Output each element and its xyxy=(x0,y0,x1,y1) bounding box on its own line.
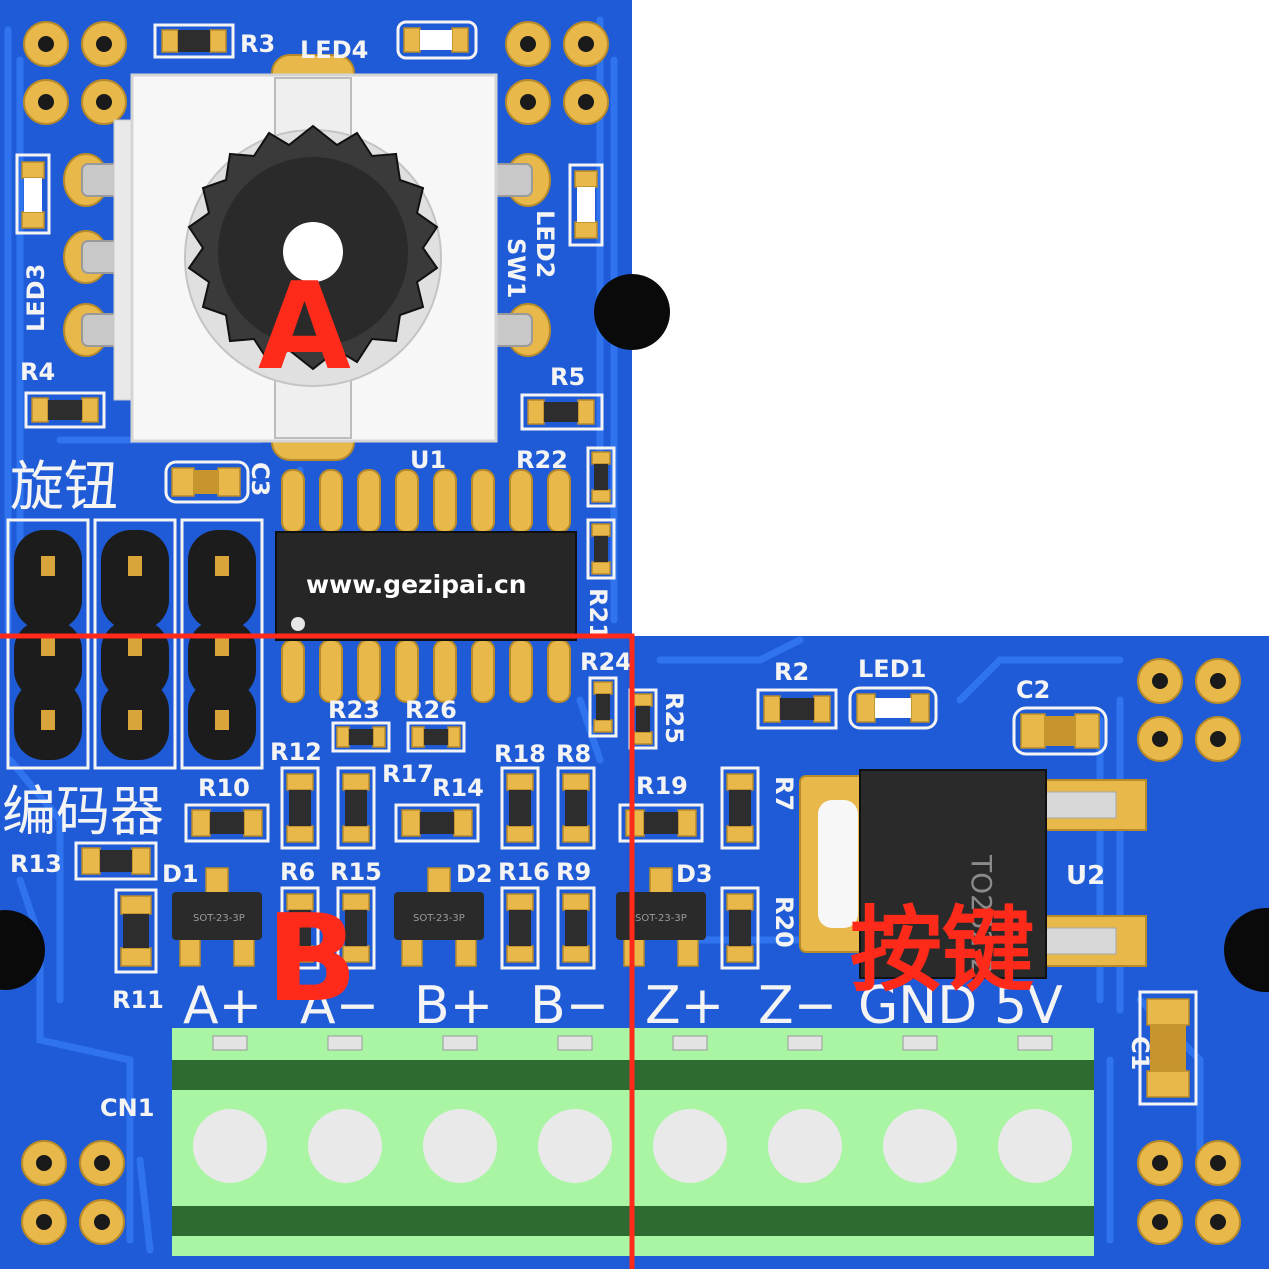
label-r4: R4 xyxy=(20,358,55,386)
pin-label-b-minus: B− xyxy=(530,976,609,1036)
label-d1: D1 xyxy=(162,860,199,888)
knob-section-label: 旋钮 xyxy=(10,455,118,518)
label-r2: R2 xyxy=(774,658,809,686)
website-label: www.gezipai.cn xyxy=(306,570,527,599)
region-label-button: 按键 xyxy=(850,897,1034,1004)
mounting-holes xyxy=(0,274,1269,992)
jumper-headers xyxy=(6,518,264,770)
encoder-section-label: 编码器 xyxy=(2,780,164,843)
rotary-encoder xyxy=(63,54,551,461)
label-r12: R12 xyxy=(270,738,322,766)
pin-label-b-plus: B+ xyxy=(414,976,493,1036)
label-r25: R25 xyxy=(660,692,688,744)
terminal-pin-labels: A+ A− B+ B− Z+ Z− GND 5V xyxy=(183,976,1063,1036)
label-c2: C2 xyxy=(1016,676,1050,704)
label-u2: U2 xyxy=(1066,861,1105,891)
label-d2: D2 xyxy=(456,860,493,888)
label-r18: R18 xyxy=(494,740,546,768)
u1-chip: www.gezipai.cn xyxy=(275,469,577,703)
label-r9: R9 xyxy=(556,858,591,886)
pin-label-a-plus: A+ xyxy=(183,976,262,1036)
d3-package-label: SOT-23-3P xyxy=(635,913,687,924)
label-r3: R3 xyxy=(240,30,275,58)
label-r7: R7 xyxy=(770,776,798,811)
label-r20: R20 xyxy=(770,896,798,948)
label-led1: LED1 xyxy=(858,655,926,683)
smd-components xyxy=(15,20,1198,1106)
label-r8: R8 xyxy=(556,740,591,768)
label-led3: LED3 xyxy=(22,264,50,332)
label-r22: R22 xyxy=(516,446,568,474)
sot23-diodes: SOT-23-3P SOT-23-3P SOT-23-3P xyxy=(172,867,706,967)
label-r6: R6 xyxy=(280,858,315,886)
label-r5: R5 xyxy=(550,363,585,391)
label-r19: R19 xyxy=(636,772,688,800)
label-r17: R17 xyxy=(382,760,434,788)
label-r26: R26 xyxy=(405,696,457,724)
label-r11: R11 xyxy=(112,986,164,1014)
label-r15: R15 xyxy=(330,858,382,886)
label-d3: D3 xyxy=(676,860,713,888)
label-led2: LED2 xyxy=(531,210,559,278)
u2-part-label: TO252-2 xyxy=(965,854,998,976)
label-r13: R13 xyxy=(10,850,62,878)
region-label-b: B xyxy=(266,890,357,1029)
label-sw1: SW1 xyxy=(502,238,530,298)
header-vias xyxy=(21,21,1241,1245)
label-r21: R21 xyxy=(584,588,612,640)
label-c3: C3 xyxy=(246,462,274,496)
label-cn1: CN1 xyxy=(100,1094,154,1122)
label-led4: LED4 xyxy=(300,36,368,64)
label-r14: R14 xyxy=(432,774,484,802)
region-label-a: A xyxy=(258,258,351,397)
label-c1: C1 xyxy=(1126,1036,1154,1070)
label-u1: U1 xyxy=(410,446,446,474)
section-divider-line xyxy=(0,633,635,1269)
label-r16: R16 xyxy=(498,858,550,886)
label-r10: R10 xyxy=(198,774,250,802)
label-r23: R23 xyxy=(328,696,380,724)
pin-label-z-minus: Z− xyxy=(758,976,837,1036)
d1-package-label: SOT-23-3P xyxy=(193,913,245,924)
pin-label-5v: 5V xyxy=(994,976,1063,1036)
u2-regulator: TO252-2 xyxy=(799,769,1147,979)
pin-label-z-plus: Z+ xyxy=(645,976,724,1036)
pin-label-gnd: GND xyxy=(858,976,977,1036)
pin-label-a-minus: A− xyxy=(300,976,379,1036)
silkscreen-designators: R3 LED4 LED3 SW1 LED2 R4 R5 U1 R22 C3 R2… xyxy=(10,30,1154,1122)
d2-package-label: SOT-23-3P xyxy=(413,913,465,924)
label-r24: R24 xyxy=(580,648,632,676)
